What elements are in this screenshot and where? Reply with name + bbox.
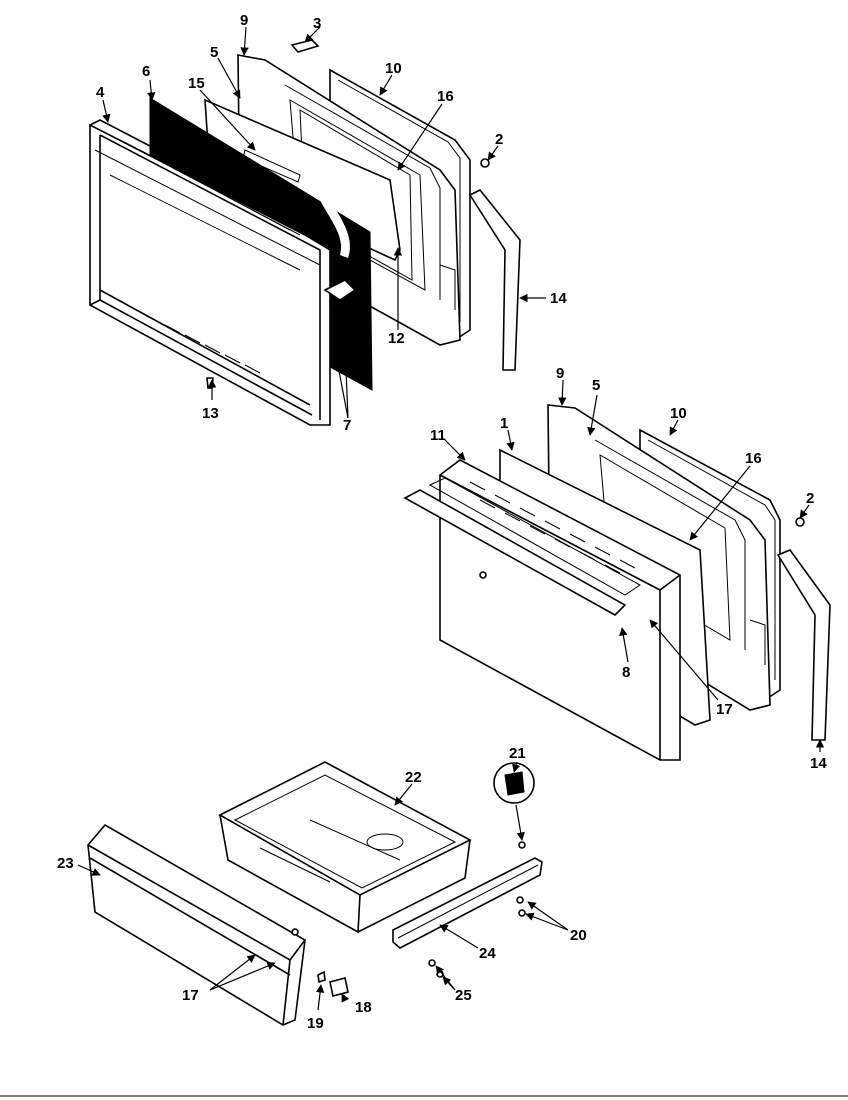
callout-16-lower: 16 xyxy=(745,450,762,467)
door-side-trim xyxy=(468,188,521,371)
callout-11: 11 xyxy=(430,427,446,444)
callout-24: 24 xyxy=(479,945,496,962)
solid-door-top-trim xyxy=(403,477,641,616)
callout-5-lower: 5 xyxy=(592,377,600,394)
callout-9-upper: 9 xyxy=(240,12,248,29)
upper-door-assembly xyxy=(89,39,521,426)
solid-door-side-trim xyxy=(776,549,831,741)
callout-10-lower: 10 xyxy=(670,405,687,422)
lower-door-assembly xyxy=(403,404,831,761)
callout-25: 25 xyxy=(455,987,472,1004)
door-screw xyxy=(480,158,490,168)
callout-17-door: 17 xyxy=(716,701,733,718)
drawer-assembly xyxy=(87,761,543,1026)
callout-23: 23 xyxy=(57,855,74,872)
drawer-pan xyxy=(218,761,472,934)
callout-4: 4 xyxy=(96,84,105,101)
callout-16-upper: 16 xyxy=(437,88,454,105)
solid-door-screw xyxy=(795,517,805,527)
callout-14-lower: 14 xyxy=(810,755,827,772)
drawer-clip-detail xyxy=(493,762,535,804)
callout-6: 6 xyxy=(142,63,150,80)
callout-22: 22 xyxy=(405,769,422,786)
door-handle-bracket xyxy=(323,279,357,351)
callout-9-lower: 9 xyxy=(556,365,564,382)
callout-18: 18 xyxy=(355,999,372,1016)
drawer-front xyxy=(87,823,306,1026)
callout-17-drawer: 17 xyxy=(182,987,199,1004)
callout-13: 13 xyxy=(202,405,219,422)
callout-20: 20 xyxy=(570,927,587,944)
door-front-frame xyxy=(89,119,342,426)
callout-2-upper: 2 xyxy=(495,131,503,148)
leader-lines xyxy=(77,26,825,1011)
drawer-label xyxy=(329,977,349,997)
callout-8: 8 xyxy=(622,664,630,681)
callout-5-upper: 5 xyxy=(210,44,218,61)
callout-2-lower: 2 xyxy=(806,490,814,507)
callout-19: 19 xyxy=(307,1015,324,1032)
callout-10-upper: 10 xyxy=(385,60,402,77)
callout-7: 7 xyxy=(343,417,351,434)
callout-labels: 3 9 5 6 4 15 10 16 2 14 12 13 7 9 5 10 1… xyxy=(57,12,827,1032)
callout-12: 12 xyxy=(388,330,405,347)
callout-21: 21 xyxy=(509,745,526,762)
callout-14-upper: 14 xyxy=(550,290,567,307)
callout-1: 1 xyxy=(500,415,508,432)
callout-3: 3 xyxy=(313,15,321,32)
drawer-slide-rail xyxy=(392,857,543,949)
solid-door-front-screw xyxy=(479,571,487,579)
callout-15: 15 xyxy=(188,75,205,92)
